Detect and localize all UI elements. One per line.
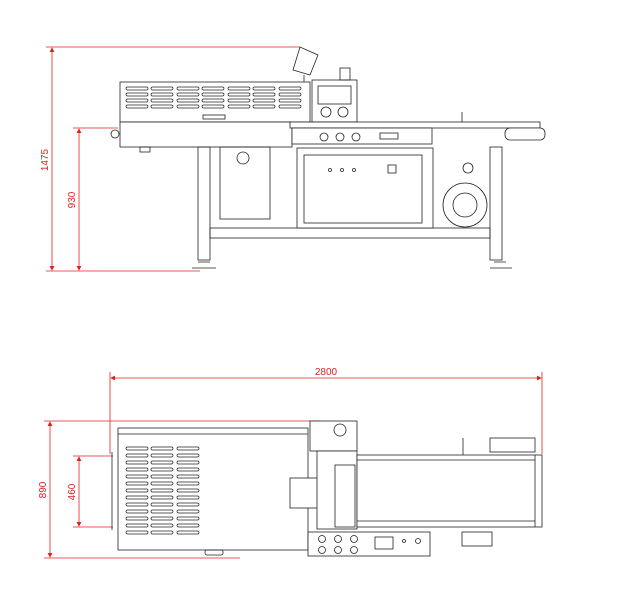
conveyor-front (289, 112, 546, 145)
top-dimension-lines: 2800 890 460 (38, 367, 543, 559)
front-dimension-lines: 1475 930 (40, 46, 300, 272)
conveyor-top (356, 437, 543, 528)
length-2800-label: 2800 (315, 367, 338, 378)
top-view: 2800 890 460 (38, 367, 543, 559)
width-460-label: 460 (67, 483, 78, 500)
sealer-head-front (311, 67, 358, 123)
height-1475-label: 1475 (40, 148, 51, 171)
control-panel-top (307, 531, 493, 557)
shrink-tunnel-front (110, 46, 319, 153)
front-view: 1475 930 (40, 46, 546, 272)
height-930-label: 930 (67, 191, 78, 208)
shrink-tunnel-top (111, 427, 319, 556)
width-890-label: 890 (38, 481, 49, 498)
machine-frame-front (192, 146, 512, 269)
sealer-top (309, 420, 358, 530)
